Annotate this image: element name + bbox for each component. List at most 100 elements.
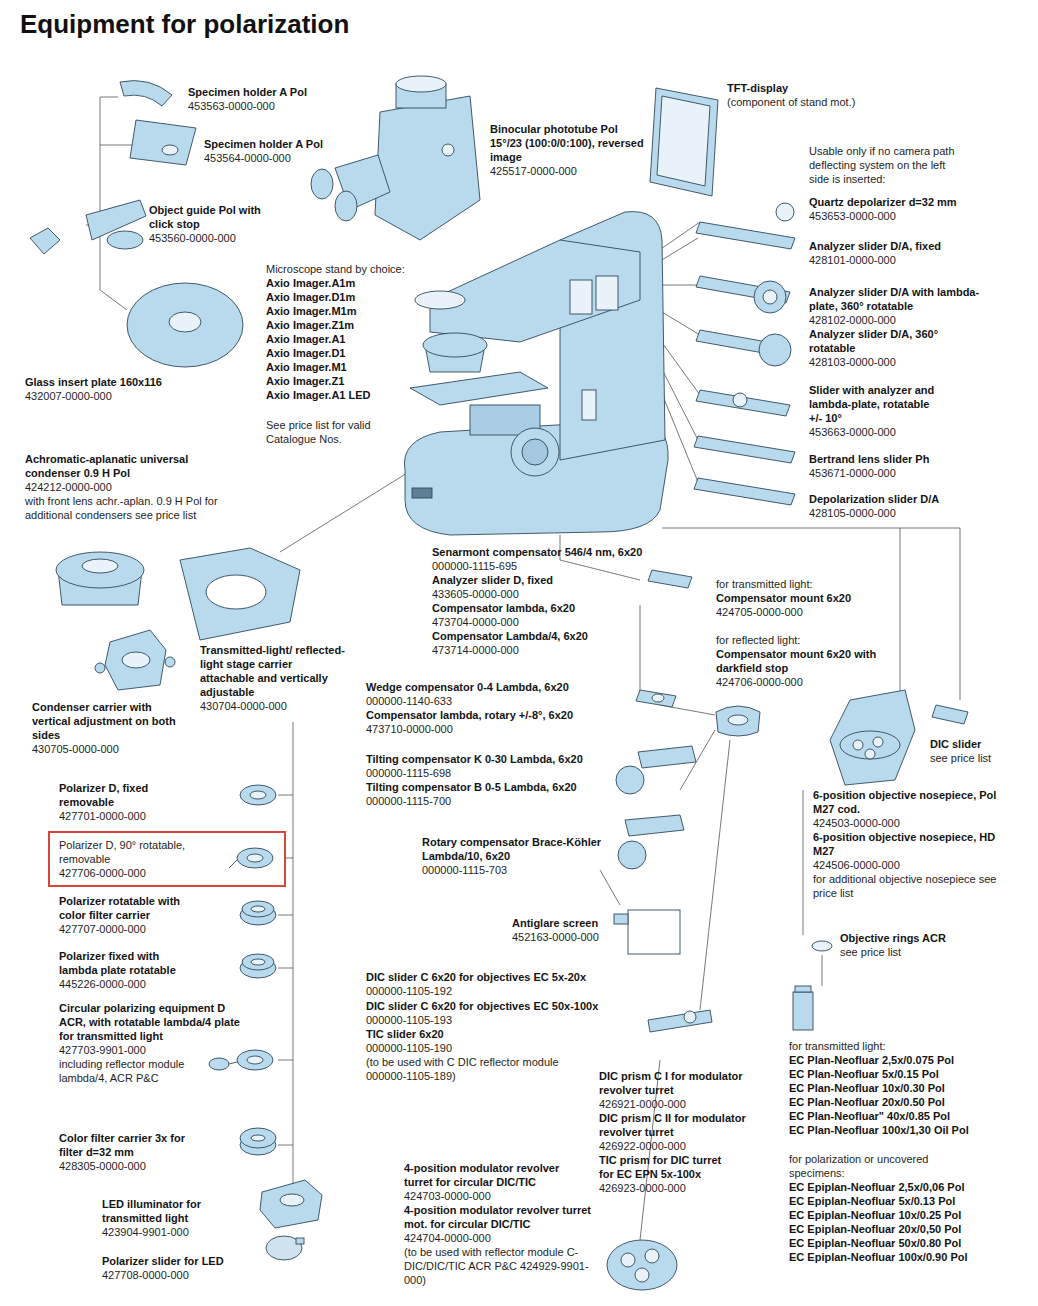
catalog-text: for reflected light:	[716, 633, 916, 647]
part-name: Tilting compensator B 0-5 Lambda, 6x20	[366, 780, 616, 794]
part-name: EC Epiplan-Neofluar 50x/0.80 Pol	[789, 1236, 1009, 1250]
part-name: DIC prism C II for modulator revolver tu…	[599, 1111, 784, 1139]
catalog-text: 424506-0000-000	[813, 858, 1018, 872]
catalog-text: 426921-0000-000	[599, 1097, 784, 1111]
catalog-text: 000000-1105-193	[366, 1013, 646, 1027]
compensators	[614, 570, 760, 954]
part-name: Depolarization slider D/A	[809, 492, 974, 506]
part-name: Color filter carrier 3x for filter d=32 …	[59, 1131, 194, 1159]
catalog-text: 428102-0000-000	[809, 313, 974, 327]
catalog-text: 453663-0000-000	[809, 425, 974, 439]
part-name: EC Plan-Neofluar 20x/0.50 Pol	[789, 1095, 1009, 1109]
catalog-text: for transmitted light:	[716, 577, 916, 591]
part-name: Polarizer slider for LED	[102, 1254, 262, 1268]
catalog-text: 453671-0000-000	[809, 466, 974, 480]
part-name: Polarizer rotatable with color filter ca…	[59, 894, 199, 922]
part-name: EC Epiplan-Neofluar 20x/0,50 Pol	[789, 1222, 1009, 1236]
part-name: Senarmont compensator 546/4 nm, 6x20	[432, 545, 672, 559]
catalog-text: 000000-1115-703	[422, 863, 612, 877]
catalog-text: 424703-0000-000	[404, 1189, 589, 1203]
catalog-text: 000000-1115-700	[366, 794, 616, 808]
part-name: Analyzer slider D/A with lambda-plate, 3…	[809, 285, 984, 313]
part-name: Polarizer D, 90° rotatable, removable	[59, 838, 229, 866]
part-name: EC Plan-Neofluar 2,5x/0.075 Pol	[789, 1053, 1009, 1067]
catalog-text: for polarization or uncovered specimens:	[789, 1152, 954, 1180]
part-name: DIC prism C I for modulator revolver tur…	[599, 1069, 784, 1097]
catalog-text: 000000-1115-695	[432, 559, 672, 573]
catalog-text: 428105-0000-000	[809, 506, 974, 520]
catalog-text: 432007-0000-000	[25, 389, 225, 403]
part-name: Specimen holder A Pol	[188, 85, 368, 99]
catalog-text: 453560-0000-000	[149, 231, 261, 245]
part-name: Achromatic-aplanatic universal condenser…	[25, 452, 225, 480]
part-name: Rotary compensator Brace-Köhler Lambda/1…	[422, 835, 612, 863]
part-name: Axio Imager.Z1	[266, 374, 426, 388]
catalog-text: for transmitted light:	[789, 1039, 1009, 1053]
catalog-text: 453563-0000-000	[188, 99, 368, 113]
part-name: Object guide Pol with click stop	[149, 203, 261, 231]
catalog-text: 453653-0000-000	[809, 209, 974, 223]
part-name: Axio Imager.A1 LED	[266, 388, 426, 402]
part-name: DIC slider C 6x20 for objectives EC 50x-…	[366, 999, 646, 1013]
tft-display	[650, 88, 718, 196]
part-name: Analyzer slider D, fixed	[432, 573, 672, 587]
part-name: EC Epiplan-Neofluar 2,5x/0,06 Pol	[789, 1180, 1009, 1194]
catalog-text: 424704-0000-000	[404, 1231, 589, 1245]
part-name: Compensator mount 6x20 with darkfield st…	[716, 647, 891, 675]
catalog-text: Microscope stand by choice:	[266, 262, 426, 276]
part-name: Polarizer fixed with lambda plate rotata…	[59, 949, 194, 977]
part-name: EC Epiplan-Neofluar 100x/0.90 Pol	[789, 1250, 1009, 1264]
catalog-text: 424212-0000-000	[25, 480, 225, 494]
part-name: Compensator mount 6x20	[716, 591, 916, 605]
part-name: Antiglare screen	[512, 916, 622, 930]
catalog-text: 445226-0000-000	[59, 977, 194, 991]
part-name: 6-position objective nosepiece, HD M27	[813, 830, 1018, 858]
part-name: 6-position objective nosepiece, Pol M27 …	[813, 788, 1018, 816]
part-name: EC Plan-Neofluar 5x/0.15 Pol	[789, 1067, 1009, 1081]
part-name: Axio Imager.M1	[266, 360, 426, 374]
catalog-text: 000000-1115-698	[366, 766, 616, 780]
part-name: Condenser carrier with vertical adjustme…	[32, 700, 187, 742]
part-name: LED illuminator for transmitted light	[102, 1197, 242, 1225]
catalog-text: see price list	[930, 751, 1030, 765]
part-name: Compensator Lambda/4, 6x20	[432, 629, 672, 643]
part-name: EC Plan-Neofluar 100x/1,30 Oil Pol	[789, 1123, 1009, 1137]
catalog-text: 423904-9901-000	[102, 1225, 242, 1239]
part-name: Analyzer slider D/A, fixed	[809, 239, 974, 253]
part-name: Quartz depolarizer d=32 mm	[809, 195, 974, 209]
catalog-text: with front lens achr.-aplan. 0.9 H Pol f…	[25, 494, 250, 522]
part-name: Axio Imager.D1	[266, 346, 426, 360]
catalog-text: 430705-0000-000	[32, 742, 187, 756]
part-name: Specimen holder A Pol	[204, 137, 384, 151]
catalog-text: 473714-0000-000	[432, 643, 672, 657]
catalog-text: 473710-0000-000	[366, 722, 616, 736]
catalog-text: 428103-0000-000	[809, 355, 974, 369]
part-name: Glass insert plate 160x116	[25, 375, 225, 389]
catalog-text: 424503-0000-000	[813, 816, 1018, 830]
catalog-text: 427703-9901-000	[59, 1043, 194, 1057]
catalog-text: 452163-0000-000	[512, 930, 622, 944]
part-name: TIC prism for DIC turret for EC EPN 5x-1…	[599, 1153, 729, 1181]
part-name: EC Epiplan-Neofluar 10x/0.25 Pol	[789, 1208, 1009, 1222]
catalog-text: 000000-1140-633	[366, 694, 616, 708]
part-name: Slider with analyzer and lambda-plate, r…	[809, 383, 939, 425]
catalog-text: 427707-0000-000	[59, 922, 194, 936]
part-name: Compensator lambda, 6x20	[432, 601, 672, 615]
catalog-text: 428101-0000-000	[809, 253, 974, 267]
catalog-text: (component of stand mot.)	[727, 95, 897, 109]
catalog-text: 433605-0000-000	[432, 587, 672, 601]
catalog-text: See price list for valid Catalogue Nos.	[266, 418, 391, 446]
part-name: Axio Imager.A1m	[266, 276, 426, 290]
part-name: Axio Imager.D1m	[266, 290, 426, 304]
part-name: Analyzer slider D/A, 360° rotatable	[809, 327, 939, 355]
part-name: Polarizer D, fixed removable	[59, 781, 194, 809]
specimen-holders	[30, 81, 243, 367]
part-name: 4-position modulator revolver turret for…	[404, 1161, 589, 1189]
catalog-text: 424705-0000-000	[716, 605, 916, 619]
part-name: EC Plan-Neofluar" 40x/0.85 Pol	[789, 1109, 1009, 1123]
catalog-text: Usable only if no camera path deflecting…	[809, 144, 964, 186]
microscope-stand	[404, 212, 668, 535]
page-title: Equipment for polarization	[20, 8, 349, 40]
part-name: Objective rings ACR	[840, 931, 950, 945]
